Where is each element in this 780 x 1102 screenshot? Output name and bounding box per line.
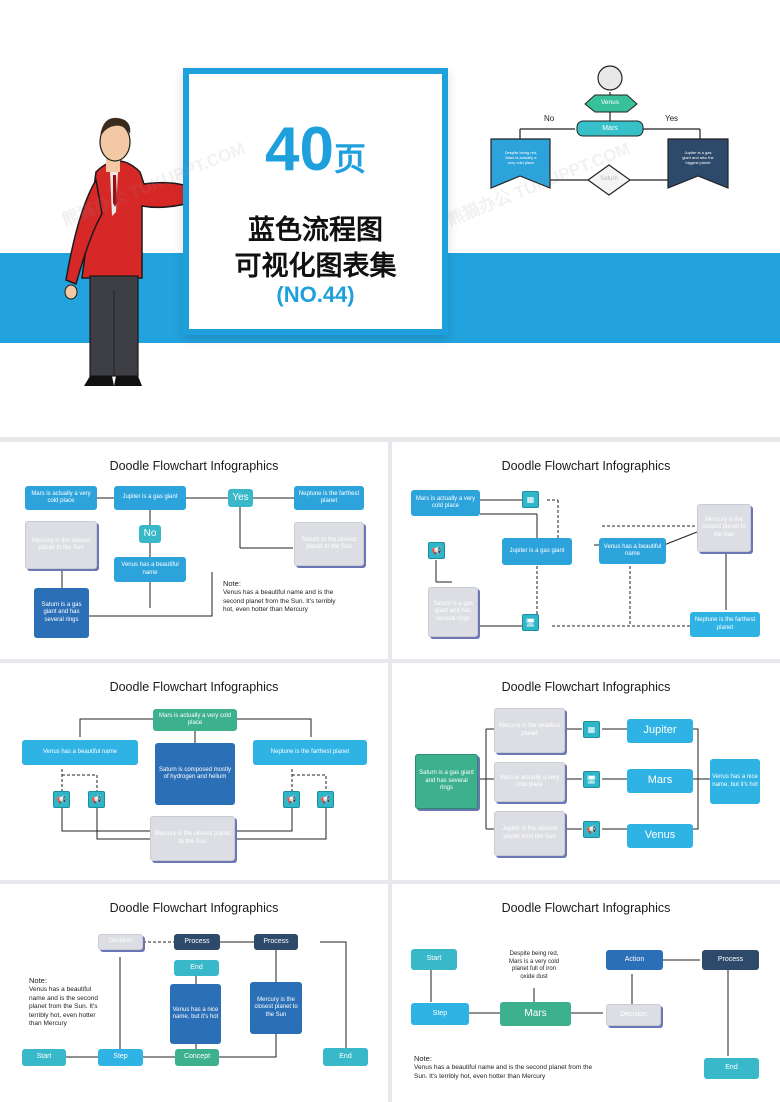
box-mercury: Mercury is the closest planet to the Sun <box>250 982 302 1034</box>
building-icon: ▦ <box>522 491 539 508</box>
box-venus: Venus has a beautiful name <box>114 557 186 582</box>
box-neptune: Neptune is the farthest planet <box>253 740 367 765</box>
box-venus: Venus has a beautiful name <box>22 740 138 765</box>
slide-1[interactable]: Doodle Flowchart Infographics Mars is ac… <box>0 442 388 659</box>
box-process-1: Process <box>174 934 220 950</box>
box-mars: Mars <box>500 1002 571 1026</box>
box-yes: Yes <box>228 489 253 507</box>
slide-5[interactable]: Doodle Flowchart Infographics Decision P… <box>0 884 388 1102</box>
mini-no-label: No <box>544 114 555 123</box>
megaphone-icon: 📢 <box>88 791 105 808</box>
box-neptune: Neptune is the farthest planet <box>690 612 760 637</box>
box-start: Start <box>22 1049 66 1066</box>
slide-3[interactable]: Doodle Flowchart Infographics Mars is ac… <box>0 663 388 880</box>
box-venus: Venus has a nice name, but it's hot <box>170 984 221 1044</box>
box-saturn: Saturn is a gas giant and has several ri… <box>34 588 89 638</box>
box-saturn: Saturn is composed mostly of hydrogen an… <box>155 743 235 805</box>
megaphone-icon: 📢 <box>428 542 445 559</box>
box-jupiter: Jupiter <box>627 719 693 743</box>
box-step: Step <box>98 1049 143 1066</box>
megaphone-icon: 📢 <box>583 821 600 838</box>
box-mercury: Mercury is the closest planet to the Sun <box>25 521 97 569</box>
box-mars: Mars is actually a very cold place <box>153 709 237 731</box>
cover-big-number: 40 <box>265 115 334 184</box>
box-decision: Decision <box>606 1004 661 1026</box>
box-process: Process <box>702 950 759 970</box>
slide-title: Doodle Flowchart Infographics <box>109 459 279 473</box>
cover-line1: 蓝色流程图 <box>248 215 383 246</box>
monitor-icon: 🖥 <box>522 614 539 631</box>
slide-2-connectors <box>435 499 727 627</box>
box-mars: Mars is actually a very cold place <box>411 490 480 516</box>
cover-page-char: 页 <box>333 141 366 177</box>
note-title: Note: <box>414 1054 432 1063</box>
box-mars: Mars is actually a very cold place <box>25 486 97 510</box>
monitor-icon: 🖥 <box>583 771 600 788</box>
slide-3-connectors <box>61 718 327 840</box>
building-icon: ▦ <box>583 721 600 738</box>
note-block: Note: Venus has a beautiful name and is … <box>29 976 104 1029</box>
mini-venus-label: Venus <box>600 99 620 106</box>
box-mars: Mars <box>627 769 693 793</box>
box-mercury: Mercury is the smallest planet <box>494 708 565 753</box>
mini-yes-label: Yes <box>665 114 679 123</box>
note-text: Venus has a beautiful name and is the se… <box>223 589 336 614</box>
note-block: Note: Venus has a beautiful name and is … <box>223 579 343 615</box>
box-mercury: Mercury is the closest planet to the Sun <box>697 504 751 552</box>
slide-title: Doodle Flowchart Infographics <box>501 680 671 694</box>
note-title: Note: <box>29 976 47 985</box>
box-concept: Concept <box>175 1049 219 1066</box>
box-no: No <box>139 525 161 543</box>
slide-title: Doodle Flowchart Infographics <box>109 901 279 915</box>
slide-1-connectors <box>61 497 294 617</box>
box-start: Start <box>411 949 457 970</box>
box-process-2: Process <box>254 934 298 950</box>
slide-title: Doodle Flowchart Infographics <box>501 901 671 915</box>
slide-6[interactable]: Doodle Flowchart Infographics Start Desp… <box>392 884 780 1102</box>
cover-title-card: 40页 蓝色流程图 可视化图表集 (NO.44) <box>183 68 448 335</box>
megaphone-icon: 📢 <box>283 791 300 808</box>
slide-title: Doodle Flowchart Infographics <box>501 459 671 473</box>
mini-left-text: Despite being red, Mars is actually a ve… <box>504 150 538 165</box>
note-title: Note: <box>223 579 241 588</box>
cover-line2: 可视化图表集 <box>234 251 397 282</box>
box-jupiter: Jupiter is a gas giant <box>502 538 572 565</box>
box-end-1: End <box>174 960 219 976</box>
slide-title: Doodle Flowchart Infographics <box>109 680 279 694</box>
presenter-figure <box>64 117 259 386</box>
slide-2[interactable]: Doodle Flowchart Infographics Mars is ac… <box>392 442 780 659</box>
cover-code: (NO.44) <box>276 282 355 307</box>
note-text: Venus has a beautiful name and is the se… <box>414 1064 593 1080</box>
box-venus: Venus <box>627 824 693 848</box>
mini-mars-label: Mars <box>602 125 618 132</box>
box-jupiter-text: Jupiter is the second planet from the Su… <box>494 811 565 856</box>
slide-4-connectors <box>478 728 710 830</box>
box-return: Return to the closest planet to the Sun <box>294 522 364 566</box>
box-decision: Decision <box>98 934 143 950</box>
box-despite: Despite being red, Mars is a very cold p… <box>508 951 559 980</box>
box-venus: Venus has a beautiful name <box>599 538 666 564</box>
mini-diamond-text: Saturn <box>600 176 618 182</box>
box-action: Action <box>606 950 663 970</box>
box-end-2: End <box>323 1048 368 1066</box>
box-step: Step <box>411 1003 469 1025</box>
box-mercury: Mercury is the closest planet to the Sun <box>150 816 235 861</box>
box-venus-nice: Venus has a nice name, but it's hot <box>710 759 760 804</box>
box-saturn: Saturn is a gas giant and has several ri… <box>415 754 478 809</box>
megaphone-icon: 📢 <box>53 791 70 808</box>
box-saturn: Saturn is a gas giant and has several ri… <box>428 587 478 637</box>
box-neptune: Neptune is the farthest planet <box>294 486 364 510</box>
box-jupiter: Jupiter is a gas giant <box>114 486 186 510</box>
box-end: End <box>704 1058 759 1079</box>
mini-right-text: Jupiter is a gas giant and also the bigg… <box>682 150 714 165</box>
megaphone-icon: 📢 <box>317 791 334 808</box>
cover-slide[interactable]: 40页 蓝色流程图 可视化图表集 (NO.44) Venus Mars No Y… <box>0 0 780 437</box>
slide-5-connectors <box>66 941 347 1058</box>
note-block: Note: Venus has a beautiful name and is … <box>414 1054 594 1081</box>
note-text: Venus has a beautiful name and is the se… <box>29 986 99 1028</box>
slide-4[interactable]: Doodle Flowchart Infographics Saturn is … <box>392 663 780 880</box>
box-mars-text: Mars is actually a very cold place <box>494 762 565 802</box>
